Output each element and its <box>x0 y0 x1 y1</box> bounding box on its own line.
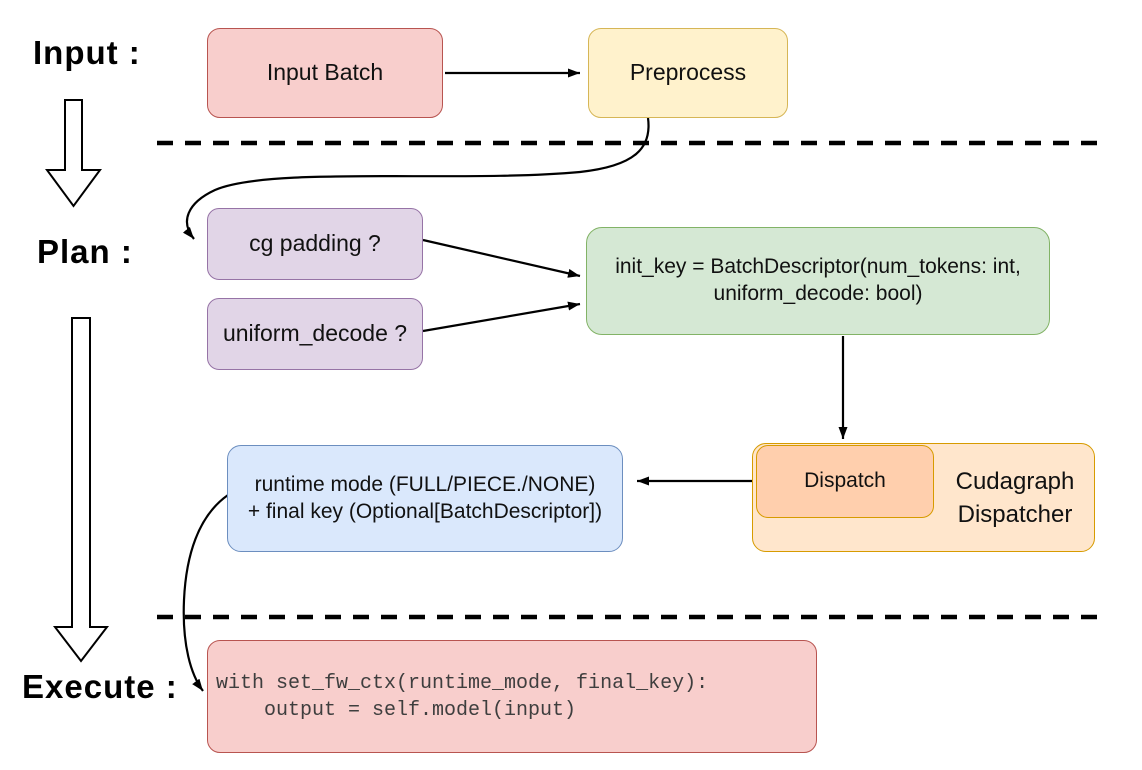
arrow-runtimemode-to-code <box>182 494 229 692</box>
node-preprocess-label: Preprocess <box>629 59 747 86</box>
node-init-key: init_key = BatchDescriptor(num_tokens: i… <box>586 227 1050 335</box>
cudagraph-dispatcher-label: Cudagraph Dispatcher <box>934 444 1096 553</box>
node-cg-padding-label: cg padding ? <box>249 230 381 257</box>
node-input-batch: Input Batch <box>207 28 443 118</box>
arrow-uniformdecode-to-initkey <box>422 301 581 333</box>
node-preprocess: Preprocess <box>588 28 788 118</box>
node-cg-padding: cg padding ? <box>207 208 423 280</box>
stage-label-input: Input : <box>33 34 141 71</box>
cudagraph-dispatcher-line1: Cudagraph <box>955 468 1075 496</box>
node-dispatch: Dispatch <box>756 445 934 518</box>
node-init-key-line1: init_key = BatchDescriptor(num_tokens: i… <box>615 255 1021 279</box>
node-runtime-mode: runtime mode (FULL/PIECE./NONE) + final … <box>227 445 623 552</box>
execute-code-line1: with set_fw_ctx(runtime_mode, final_key)… <box>216 671 709 695</box>
node-uniform-decode-label: uniform_decode ? <box>222 320 408 347</box>
node-uniform-decode: uniform_decode ? <box>207 298 423 370</box>
plan-to-execute-arrow <box>52 317 110 663</box>
node-init-key-line2: uniform_decode: bool) <box>713 282 923 305</box>
node-input-batch-label: Input Batch <box>266 59 384 86</box>
arrow-preprocess-to-cgpadding <box>182 117 650 240</box>
arrow-cgpadding-to-initkey <box>422 238 581 278</box>
cudagraph-dispatcher-line2: Dispatcher <box>957 500 1073 528</box>
node-execute-code: with set_fw_ctx(runtime_mode, final_key)… <box>207 640 817 753</box>
node-cudagraph-dispatcher: Dispatch Cudagraph Dispatcher <box>752 443 1095 552</box>
stage-label-execute: Execute : <box>22 668 178 705</box>
stage-label-plan: Plan : <box>37 233 133 270</box>
node-runtime-mode-line2: + final key (Optional[BatchDescriptor]) <box>247 499 603 523</box>
execute-code-line2: output = self.model(input) <box>216 698 577 722</box>
input-stage-arrow <box>45 99 102 208</box>
node-runtime-mode-line1: runtime mode (FULL/PIECE./NONE) <box>254 472 596 496</box>
node-dispatch-label: Dispatch <box>804 469 886 493</box>
